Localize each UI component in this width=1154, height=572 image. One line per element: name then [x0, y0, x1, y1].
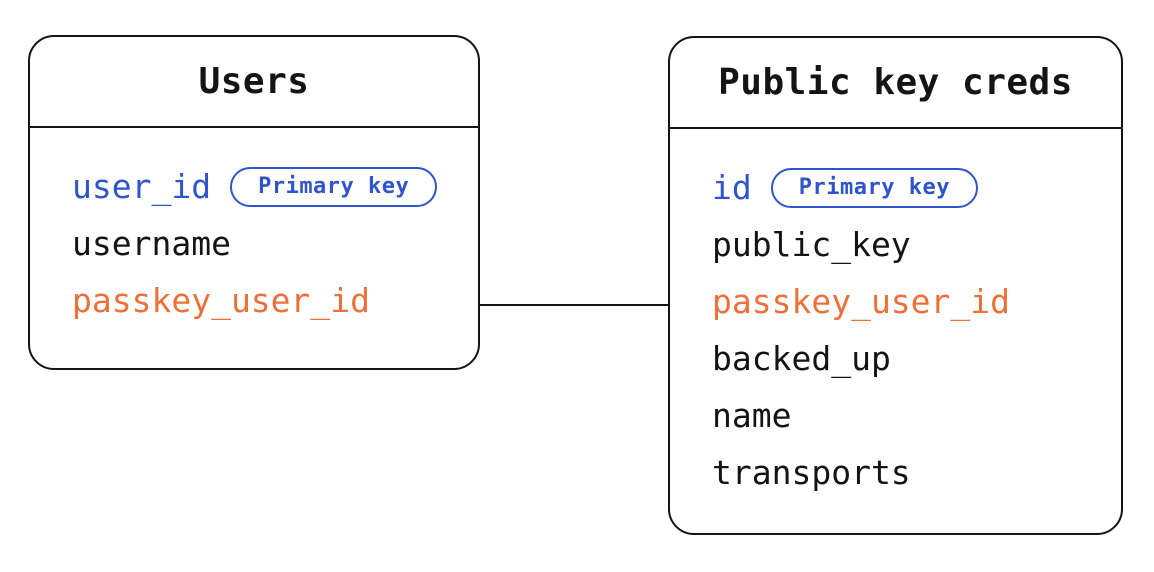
- primary-key-badge: Primary key: [770, 167, 978, 208]
- table-header-public-key-creds: Public key creds: [670, 38, 1121, 129]
- table-title-public-key-creds: Public key creds: [718, 62, 1073, 103]
- field-row: id Primary key: [712, 159, 1121, 216]
- table-node-users: Users user_id Primary key username passk…: [28, 35, 480, 370]
- field-name-username: username: [72, 224, 231, 263]
- field-row: user_id Primary key: [72, 158, 478, 215]
- field-name-transports: transports: [712, 453, 911, 492]
- field-row: name: [712, 387, 1121, 444]
- field-row: passkey_user_id: [712, 273, 1121, 330]
- table-node-public-key-creds: Public key creds id Primary key public_k…: [668, 36, 1123, 535]
- table-title-users: Users: [198, 61, 310, 102]
- field-row: transports: [712, 444, 1121, 501]
- table-header-users: Users: [30, 37, 478, 128]
- field-name-user-id: user_id: [72, 167, 212, 206]
- field-row: backed_up: [712, 330, 1121, 387]
- primary-key-badge: Primary key: [230, 166, 438, 207]
- field-name-backed-up: backed_up: [712, 339, 891, 378]
- table-fields-public-key-creds: id Primary key public_key passkey_user_i…: [670, 129, 1121, 501]
- field-row: passkey_user_id: [72, 272, 478, 329]
- field-name-passkey-user-id: passkey_user_id: [712, 282, 1011, 321]
- field-name-name: name: [712, 396, 792, 435]
- table-fields-users: user_id Primary key username passkey_use…: [30, 128, 478, 329]
- field-name-id: id: [712, 168, 752, 207]
- field-name-public-key: public_key: [712, 225, 911, 264]
- relationship-line: [480, 304, 668, 306]
- field-name-passkey-user-id: passkey_user_id: [72, 281, 371, 320]
- field-row: username: [72, 215, 478, 272]
- field-row: public_key: [712, 216, 1121, 273]
